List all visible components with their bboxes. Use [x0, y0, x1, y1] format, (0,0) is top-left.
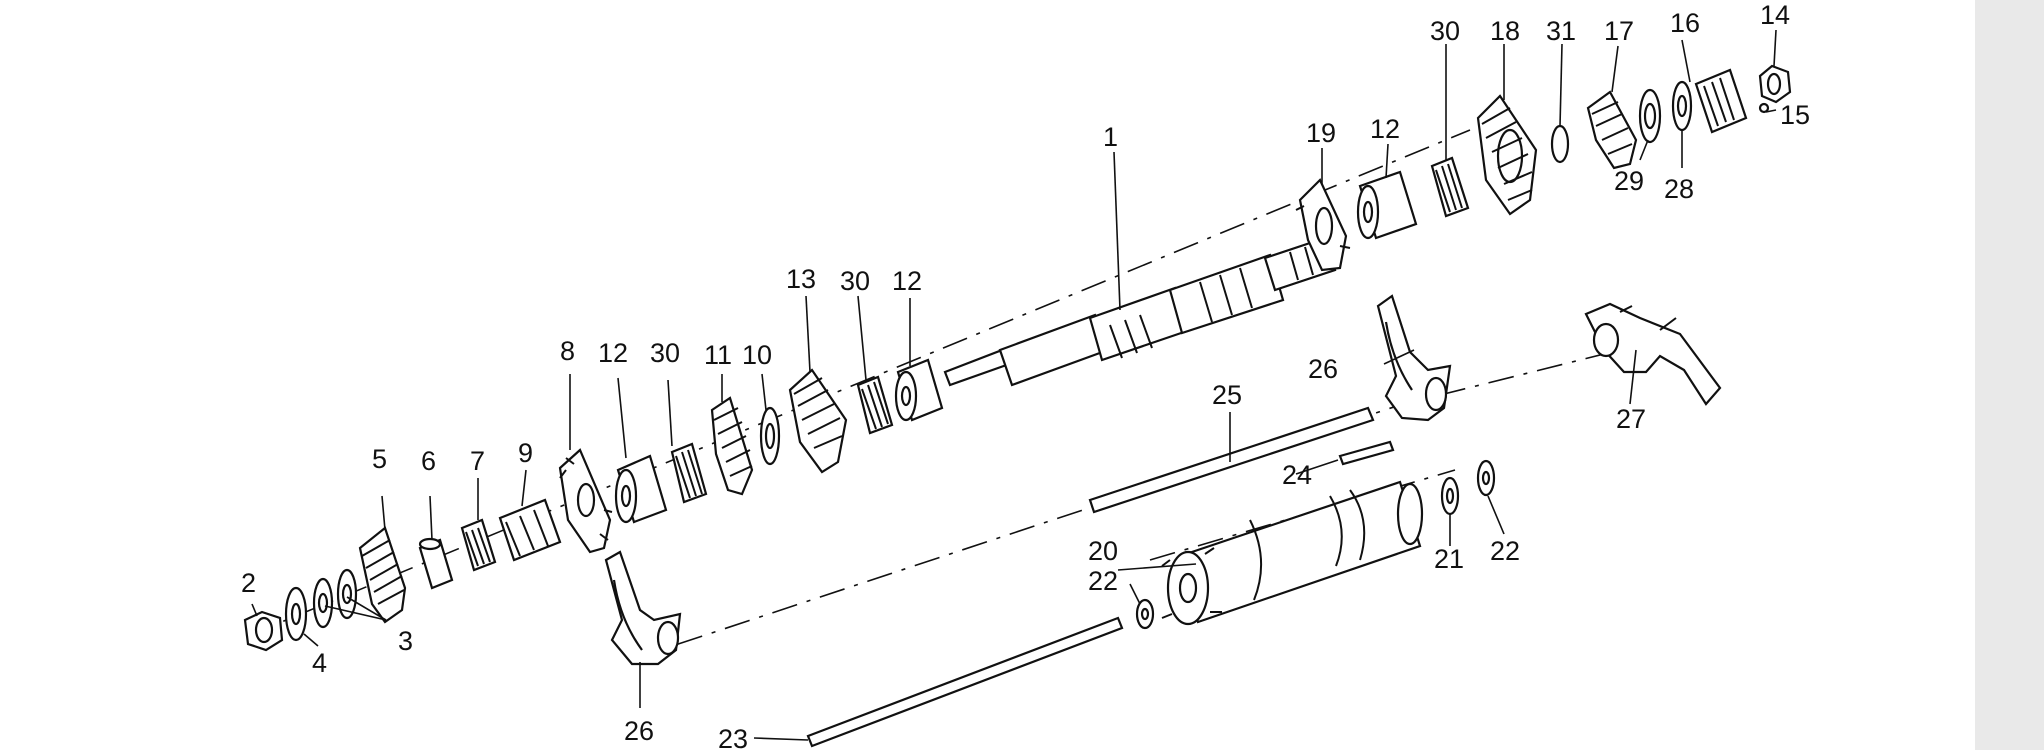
- callout-10: 10: [742, 340, 772, 370]
- part-22-washer-right: [1476, 459, 1496, 497]
- callout-12-right: 12: [1370, 114, 1400, 144]
- part-7-bearing: [460, 518, 497, 572]
- callout-labels: 1 2 3 4 5 6 7 8 9 10 11 12 12 12 13 14 1…: [241, 0, 1810, 750]
- rod-23: [806, 616, 1124, 748]
- callout-30-left: 30: [650, 338, 680, 368]
- callout-2: 2: [241, 568, 256, 598]
- part-31-circlip: [1550, 124, 1570, 164]
- callout-18: 18: [1490, 16, 1520, 46]
- part-27-fork: [1584, 302, 1722, 406]
- part-12-bushing-right: [1356, 170, 1418, 240]
- part-12-bushing-left: [614, 454, 668, 524]
- callout-30-mid: 30: [840, 266, 870, 296]
- part-13-gear: [788, 368, 848, 474]
- callout-9: 9: [518, 438, 533, 468]
- callout-3: 3: [398, 626, 413, 656]
- part-29-ring: [1638, 88, 1662, 144]
- part-17-gear: [1586, 90, 1638, 170]
- callout-8: 8: [560, 336, 575, 366]
- callout-26-upper: 26: [1308, 354, 1338, 384]
- callout-29: 29: [1614, 166, 1644, 196]
- callout-11: 11: [704, 340, 732, 370]
- callout-26-lower: 26: [624, 716, 654, 746]
- page-edge: [1975, 0, 2044, 750]
- callout-30-right: 30: [1430, 16, 1460, 46]
- callout-20: 20: [1088, 536, 1118, 566]
- part-16-bushing: [1694, 68, 1748, 134]
- part-30-bearing-left: [670, 442, 708, 504]
- callout-6: 6: [421, 446, 436, 476]
- part-12-bushing-mid: [894, 358, 944, 422]
- callout-23: 23: [718, 724, 748, 750]
- callout-25: 25: [1212, 380, 1242, 410]
- part-21-washer: [1440, 476, 1460, 516]
- main-shaft-1: [943, 236, 1337, 387]
- callout-14: 14: [1760, 0, 1790, 30]
- callout-24: 24: [1282, 460, 1312, 490]
- callout-17: 17: [1604, 16, 1634, 46]
- leader-lines: [251, 29, 1777, 741]
- part-30-bearing-mid: [856, 375, 894, 435]
- rod-25: [1088, 406, 1375, 514]
- callout-1: 1: [1103, 122, 1118, 152]
- callout-12-left: 12: [598, 338, 628, 368]
- callout-22-right: 22: [1490, 536, 1520, 566]
- callout-13: 13: [786, 264, 816, 294]
- callout-7: 7: [470, 446, 485, 476]
- callout-12-mid: 12: [892, 266, 922, 296]
- part-10-ring: [759, 406, 781, 466]
- part-9-hub: [498, 498, 562, 562]
- pin-24: [1338, 440, 1395, 466]
- part-28-washer: [1671, 80, 1693, 132]
- callout-22-left: 22: [1088, 566, 1118, 596]
- part-6-spacer: [418, 537, 454, 590]
- part-15-pin: [1758, 102, 1770, 114]
- callout-28: 28: [1664, 174, 1694, 204]
- part-19-gear: [1295, 178, 1351, 272]
- callout-5: 5: [372, 444, 387, 474]
- part-26-fork-lower: [604, 550, 682, 666]
- callout-15: 15: [1780, 100, 1810, 130]
- part-20-shift-drum: [1161, 480, 1424, 626]
- part-18-gear: [1476, 94, 1538, 216]
- callout-19: 19: [1306, 118, 1336, 148]
- part-4-washer: [284, 586, 308, 642]
- callout-27: 27: [1616, 404, 1646, 434]
- part-14-nut: [1758, 64, 1792, 104]
- part-8-gear: [558, 448, 613, 554]
- part-26-fork-upper: [1376, 294, 1452, 422]
- callout-31: 31: [1546, 16, 1576, 46]
- part-30-bearing-right: [1430, 156, 1470, 218]
- part-5-gear: [358, 526, 407, 624]
- part-11-gear: [710, 396, 754, 496]
- part-2-nut: [243, 610, 284, 652]
- callout-4: 4: [312, 648, 327, 678]
- main-shaft-axis: [249, 129, 1471, 636]
- part-22-washer-left: [1135, 598, 1155, 630]
- callout-21: 21: [1434, 544, 1464, 574]
- part-3-washers: [312, 568, 358, 629]
- callout-16: 16: [1670, 8, 1700, 38]
